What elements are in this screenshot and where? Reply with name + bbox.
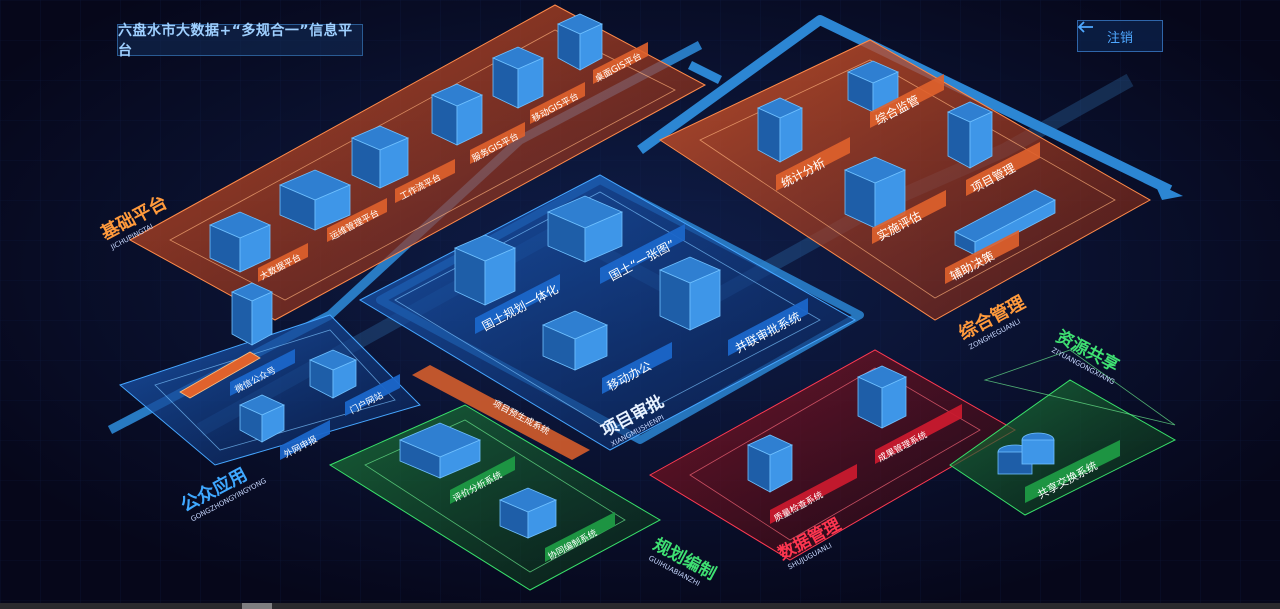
building-workflow — [350, 125, 410, 189]
tag-quality — [770, 464, 857, 524]
tag-collab — [545, 512, 615, 562]
train-icon — [179, 351, 261, 399]
tag-decision — [945, 230, 1019, 284]
building-declare — [239, 394, 285, 443]
tag-declare — [280, 420, 330, 460]
tag-project-mgmt — [966, 142, 1040, 196]
logout-button[interactable]: 注销 — [1077, 20, 1163, 52]
tag-eval-analysis — [450, 456, 515, 504]
building-decision — [954, 189, 1056, 256]
tag-desktop-gis — [593, 42, 648, 84]
building-bigdata — [208, 211, 272, 273]
tag-wechat — [230, 349, 295, 396]
building-quality — [747, 434, 793, 493]
tag-ops — [327, 198, 387, 242]
tag-portal — [345, 374, 400, 416]
building-parallel — [658, 256, 722, 331]
tag-land-map — [600, 224, 685, 284]
label-tags — [230, 42, 1120, 562]
page-title: 六盘水市大数据+“多规合一”信息平台 — [117, 23, 363, 59]
building-ops — [278, 169, 352, 231]
building-service-gis — [431, 83, 483, 146]
horizontal-scrollbar[interactable] — [0, 603, 1280, 609]
building-results — [857, 365, 907, 429]
tag-parallel — [728, 298, 808, 356]
building-land-map — [546, 195, 624, 263]
building-mobile-gis — [492, 46, 544, 109]
buildings — [208, 13, 1056, 539]
building-land-plan — [453, 234, 517, 306]
building-stat — [757, 97, 803, 163]
tag-workflow — [395, 159, 455, 203]
building-share — [997, 432, 1055, 475]
tag-results — [875, 404, 962, 464]
logout-label: 注销 — [1106, 30, 1133, 46]
building-collab — [498, 487, 558, 539]
building-mobile-office — [542, 310, 608, 371]
tag-mobile-office — [602, 342, 672, 394]
tag-evaluation — [872, 190, 946, 244]
project-pregen-strip — [412, 365, 590, 460]
zone-resource-sharing — [949, 349, 1177, 516]
tag-land-plan — [475, 274, 560, 334]
building-desktop-gis — [557, 13, 603, 71]
tag-monitor — [870, 74, 944, 128]
flow-arrow-head — [1154, 182, 1183, 200]
flow-road — [637, 15, 1173, 195]
tag-share — [1025, 440, 1120, 503]
building-wechat — [231, 282, 273, 346]
tag-mobile-gis — [530, 82, 585, 124]
building-project-mgmt — [947, 101, 993, 169]
zone-basic-platform — [128, 4, 707, 321]
building-evaluation — [843, 156, 907, 229]
scrollbar-thumb[interactable] — [242, 603, 272, 609]
tag-stat — [776, 137, 850, 191]
tag-bigdata — [258, 243, 308, 282]
building-eval-analysis — [398, 422, 482, 479]
arrow-left-icon — [1078, 21, 1093, 33]
building-portal — [308, 349, 358, 399]
tag-service-gis — [470, 122, 525, 164]
